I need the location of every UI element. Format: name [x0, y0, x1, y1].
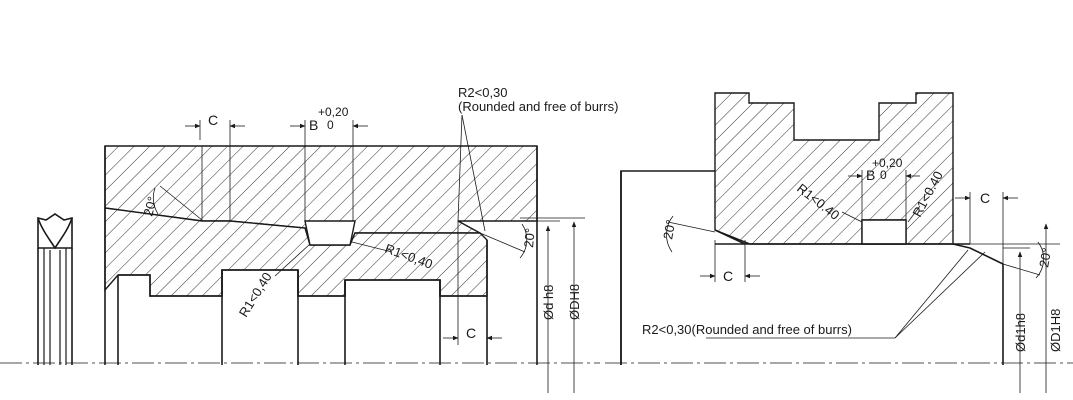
left-dia-dh: ØDH8 [567, 284, 582, 320]
left-note-radius: R2<0,30 [458, 85, 508, 100]
right-angle-right: 20° [1036, 247, 1054, 269]
left-dim-c-top: C [208, 112, 218, 128]
right-tol-upper: +0,20 [872, 156, 903, 170]
left-groove [304, 220, 356, 246]
right-angle-left: 20° [660, 219, 678, 241]
right-dim-c-bottom: C [723, 268, 733, 284]
left-dia-d: Ød h8 [541, 285, 556, 320]
right-dia-d1h: ØD1H8 [1048, 309, 1063, 352]
left-view: C B +0,20 0 20° 20° R1<0,40 R1<0,40 C [104, 85, 618, 393]
left-radius-groove-left: R1<0,40 [236, 270, 275, 320]
right-note: R2<0,30(Rounded and free of burrs) [642, 322, 852, 337]
left-dim-c-bottom: C [466, 325, 476, 341]
right-dim-b: B [866, 167, 875, 183]
right-dim-c-top: C [980, 190, 990, 206]
right-tol-lower: 0 [880, 168, 887, 182]
seal-profile [37, 213, 73, 365]
left-tol-lower: 0 [327, 118, 334, 132]
right-view: B +0,20 0 R1<0.40 R1<0.40 C C 20° 20° R2… [620, 92, 1063, 393]
left-angle-left: 20° [140, 195, 160, 218]
right-groove [861, 219, 907, 245]
left-dim-b: B [309, 117, 318, 133]
left-note-rounded: (Rounded and free of burrs) [458, 99, 618, 114]
left-angle-right: 20° [521, 227, 538, 248]
left-tol-upper: +0,20 [318, 105, 349, 119]
right-dia-d1: Ød1h8 [1013, 313, 1028, 352]
